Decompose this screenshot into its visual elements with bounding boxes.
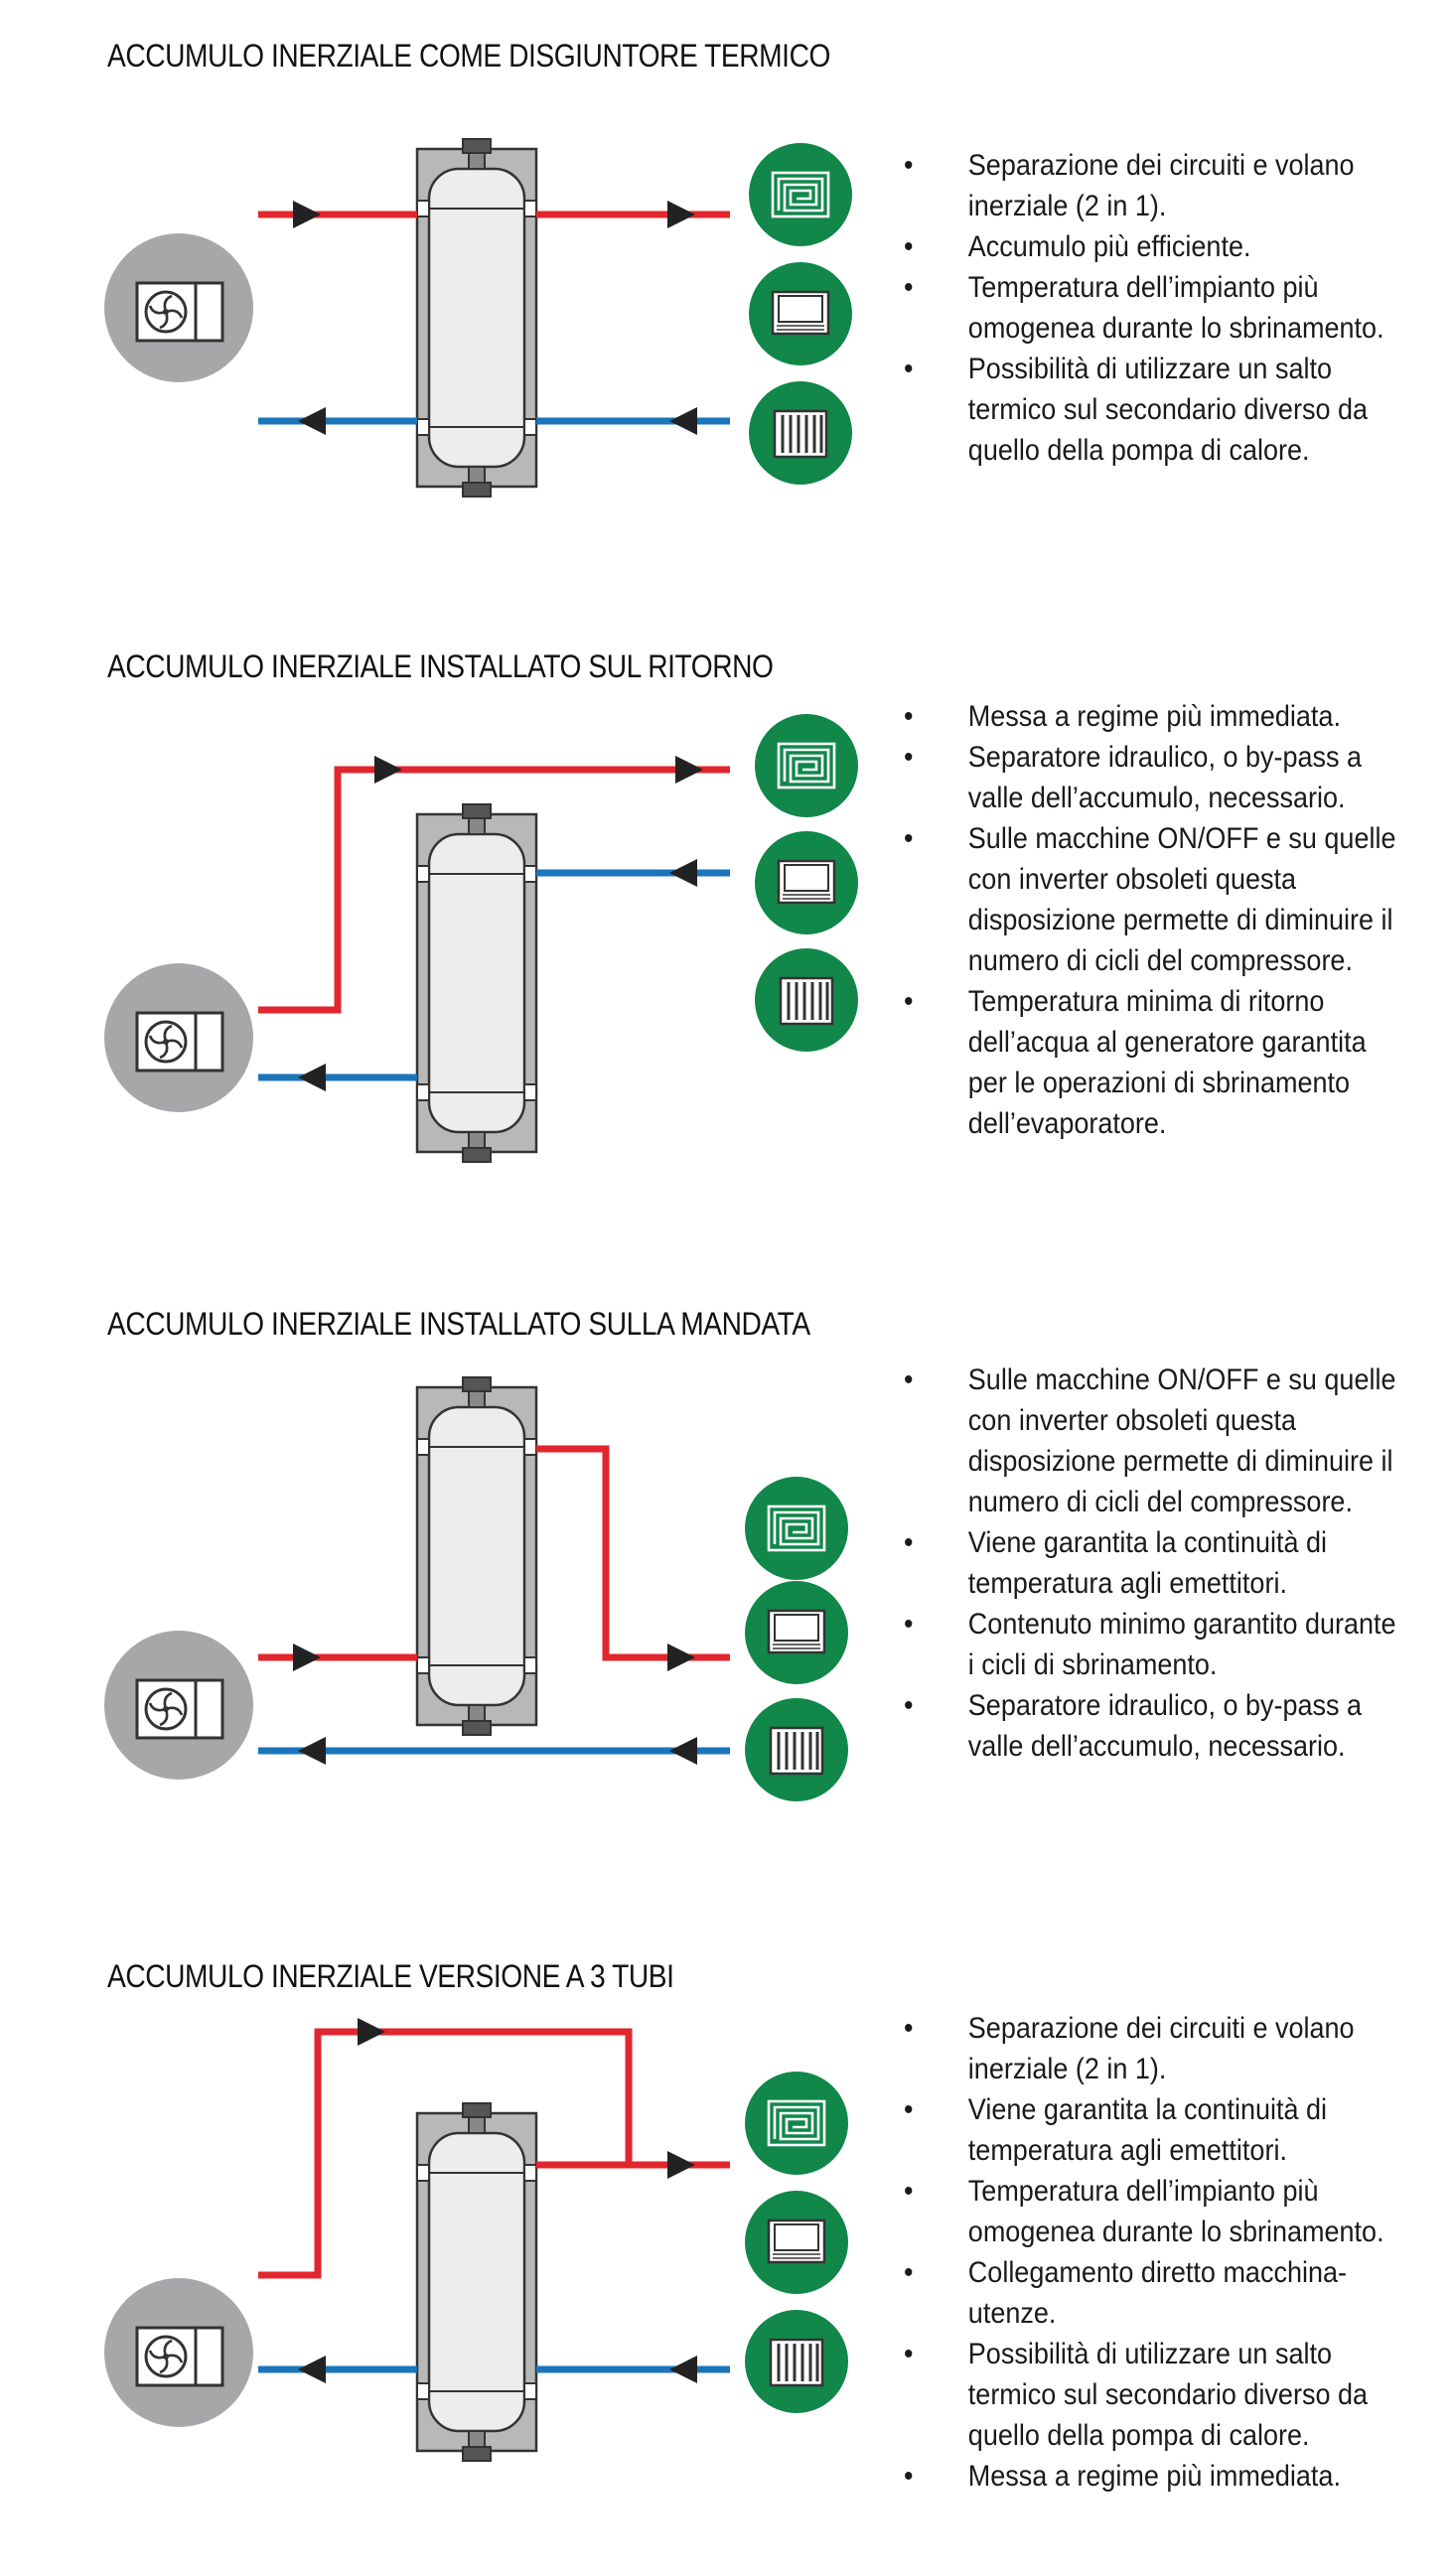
flow-arrow (358, 2018, 385, 2046)
heat-pump-fan-icon (104, 963, 253, 1112)
features-list: Separazione dei circuiti e volano inerzi… (904, 145, 1420, 471)
fan-coil-icon (755, 831, 858, 934)
list-item: Accumulo più efficiente. (904, 226, 1404, 267)
radiant-floor-icon (745, 2072, 848, 2175)
radiator-icon (745, 1698, 848, 1801)
radiator-icon (749, 381, 852, 485)
radiant-floor-icon (755, 714, 858, 817)
hydraulic-diagram (104, 137, 852, 499)
list-item: Separazione dei circuiti e volano inerzi… (904, 145, 1404, 226)
flow-arrow (298, 1737, 326, 1765)
flow-arrow (675, 756, 703, 784)
flow-arrow (298, 2356, 326, 2383)
list-item: Collegamento diretto macchina-utenze. (904, 2252, 1404, 2334)
buffer-tank (415, 137, 538, 499)
section-title: ACCUMULO INERZIALE INSTALLATO SUL RITORN… (107, 648, 774, 684)
hydraulic-diagram (104, 1375, 848, 1801)
list-item: Temperatura dell’impianto più omogenea d… (904, 267, 1404, 349)
list-item: Contenuto minimo garantito durante i cic… (904, 1604, 1404, 1685)
fan-coil-icon (749, 262, 852, 365)
hydraulic-diagram (104, 2018, 848, 2463)
section-disgiuntore-termico: ACCUMULO INERZIALE COME DISGIUNTORE TERM… (0, 0, 1453, 655)
hot-supply-pipe (258, 2028, 633, 2279)
section-title: ACCUMULO INERZIALE COME DISGIUNTORE TERM… (107, 38, 830, 73)
flow-arrow (667, 201, 695, 228)
flow-arrow (667, 1644, 695, 1671)
features-list: Messa a regime più immediata. Separatore… (904, 696, 1420, 1144)
list-item: Messa a regime più immediata. (904, 696, 1404, 737)
flow-arrow (669, 2356, 697, 2383)
list-item: Possibilità di utilizzare un salto termi… (904, 2334, 1404, 2456)
section-versione-3-tubi: ACCUMULO INERZIALE VERSIONE A 3 TUBI Sep… (0, 1921, 1453, 2576)
section-title: ACCUMULO INERZIALE INSTALLATO SULLA MAND… (107, 1306, 810, 1342)
hot-secondary-pipe (536, 1445, 730, 1661)
list-item: Temperatura minima di ritorno dell’acqua… (904, 981, 1404, 1144)
flow-arrow (669, 1737, 697, 1765)
list-item: Sulle macchine ON/OFF e su quelle con in… (904, 1360, 1404, 1522)
section-installato-mandata: ACCUMULO INERZIALE INSTALLATO SULLA MAND… (0, 1268, 1453, 1924)
list-item: Viene garantita la continuità di tempera… (904, 2089, 1404, 2171)
flow-arrow (669, 407, 697, 435)
radiator-icon (755, 948, 858, 1052)
list-item: Viene garantita la continuità di tempera… (904, 1522, 1404, 1604)
heat-pump-fan-icon (104, 233, 253, 382)
flow-arrow (293, 201, 321, 228)
buffer-tank (415, 2101, 538, 2463)
section-installato-ritorno: ACCUMULO INERZIALE INSTALLATO SUL RITORN… (0, 611, 1453, 1266)
list-item: Separatore idraulico, o by-pass a valle … (904, 737, 1404, 818)
features-list: Sulle macchine ON/OFF e su quelle con in… (904, 1360, 1420, 1767)
fan-coil-icon (745, 1581, 848, 1684)
list-item: Separazione dei circuiti e volano inerzi… (904, 2008, 1404, 2089)
features-list: Separazione dei circuiti e volano inerzi… (904, 2008, 1420, 2497)
buffer-tank (415, 1375, 538, 1737)
flow-arrow (298, 407, 326, 435)
radiant-floor-icon (745, 1477, 848, 1580)
flow-arrow (669, 859, 697, 887)
fan-coil-icon (745, 2191, 848, 2294)
list-item: Separatore idraulico, o by-pass a valle … (904, 1685, 1404, 1767)
flow-arrow (667, 2151, 695, 2179)
flow-arrow (293, 1644, 321, 1671)
hot-supply-pipe (258, 766, 730, 1014)
list-item: Sulle macchine ON/OFF e su quelle con in… (904, 818, 1404, 981)
list-item: Temperatura dell’impianto più omogenea d… (904, 2171, 1404, 2252)
list-item: Possibilità di utilizzare un salto termi… (904, 349, 1404, 471)
buffer-tank (415, 802, 538, 1164)
hydraulic-diagram (104, 714, 858, 1164)
flow-arrow (298, 1064, 326, 1091)
heat-pump-fan-icon (104, 1631, 253, 1780)
list-item: Messa a regime più immediata. (904, 2456, 1404, 2497)
radiant-floor-icon (749, 143, 852, 246)
heat-pump-fan-icon (104, 2278, 253, 2427)
radiator-icon (745, 2310, 848, 2413)
flow-arrow (374, 756, 402, 784)
section-title: ACCUMULO INERZIALE VERSIONE A 3 TUBI (107, 1958, 674, 1994)
